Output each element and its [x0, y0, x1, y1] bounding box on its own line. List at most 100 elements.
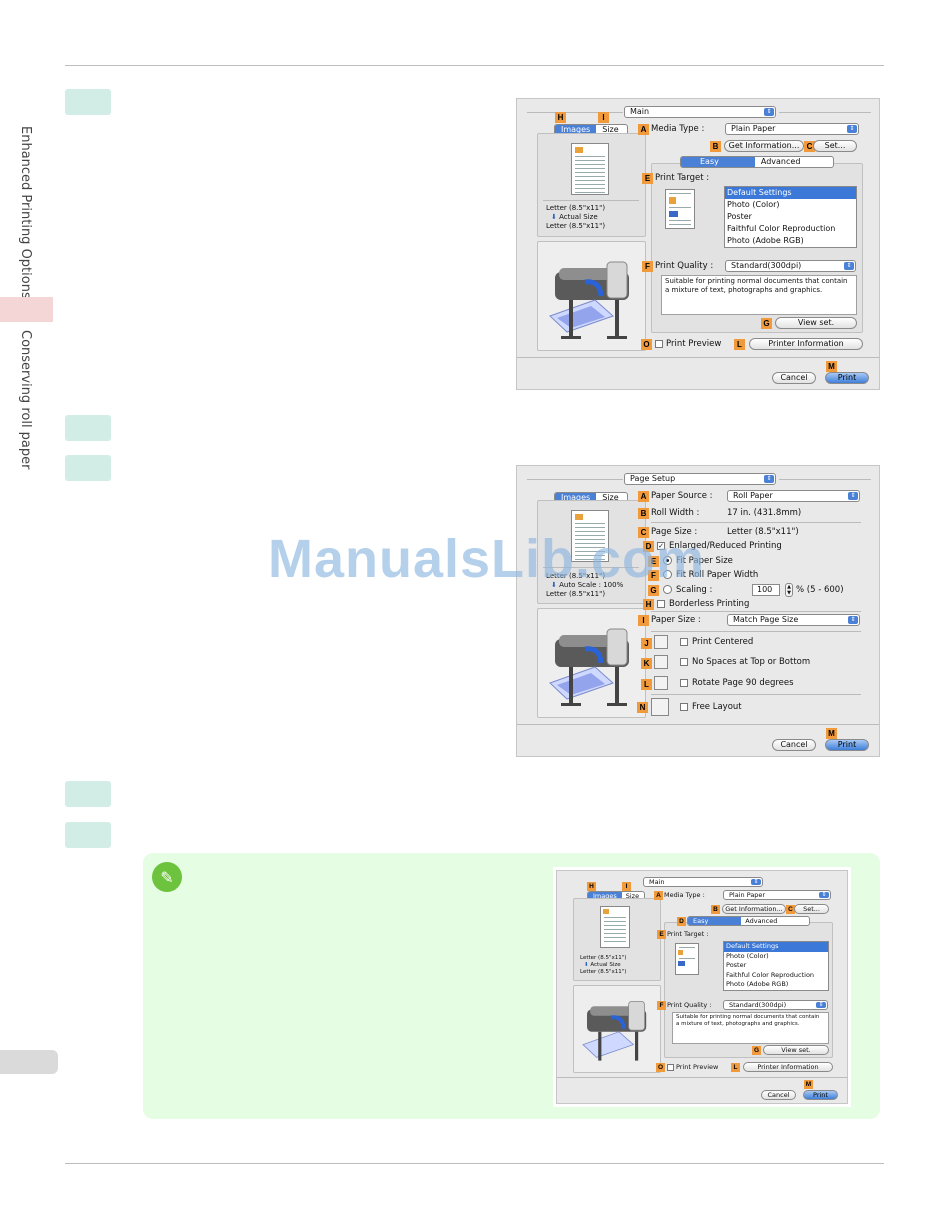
arrow-down-icon: ⬇	[584, 962, 589, 968]
set-button[interactable]: Set...	[813, 140, 857, 152]
target-item[interactable]: Faithful Color Reproduction	[726, 970, 815, 979]
target-item[interactable]: Poster	[726, 961, 747, 970]
target-item[interactable]: Photo (Color)	[726, 951, 769, 960]
size-line-3: Letter (8.5"x11")	[580, 969, 627, 975]
print-centered-icon	[654, 635, 668, 649]
page-size-value: Letter (8.5"x11")	[727, 527, 799, 537]
main-popup[interactable]: Main⇕	[643, 877, 763, 887]
label-j: J	[641, 638, 652, 649]
target-item[interactable]: Default Settings	[725, 187, 856, 199]
tab-images[interactable]: Images	[555, 493, 597, 503]
view-set-button[interactable]: View set.	[763, 1045, 829, 1055]
label-b: B	[711, 905, 720, 914]
label-a: A	[638, 491, 649, 502]
tab-images[interactable]: Images	[555, 125, 597, 135]
label-c: C	[804, 141, 815, 152]
borderless-checkbox[interactable]	[657, 600, 665, 608]
scaling-radio[interactable]	[663, 585, 672, 594]
get-information-button[interactable]: Get Information...	[722, 904, 786, 914]
view-set-button[interactable]: View set.	[775, 317, 857, 329]
label-g: G	[752, 1046, 761, 1055]
printer-information-button[interactable]: Printer Information	[749, 338, 863, 350]
fit-paper-size-radio[interactable]	[663, 556, 672, 565]
print-preview-checkbox[interactable]	[655, 340, 663, 348]
page-setup-popup[interactable]: Page Setup⇕	[624, 473, 776, 485]
fit-roll-width-radio[interactable]	[663, 570, 672, 579]
tab-size[interactable]: Size	[625, 892, 640, 900]
media-type-label: Media Type :	[664, 891, 705, 899]
tab-easy-settings[interactable]: Easy Settings	[688, 917, 742, 925]
tab-images[interactable]: Images	[588, 892, 622, 900]
note-dialog-frame: Main⇕ H I Images Size Letter (8.5"x11") …	[553, 867, 851, 1107]
size-line-2: Actual Size	[559, 213, 598, 221]
separator	[557, 1077, 847, 1078]
enlarged-reduced-checkbox[interactable]: ✓	[657, 542, 665, 550]
main-dialog: Main⇕ H I Images Size Letter (8.5"x11") …	[516, 98, 880, 390]
target-item[interactable]: Photo (Adobe RGB)	[726, 980, 789, 989]
settings-tabs: Easy Settings Advanced Settings	[687, 916, 810, 926]
main-popup[interactable]: Main⇕	[624, 106, 776, 118]
target-item[interactable]: Photo (Color)	[727, 200, 780, 209]
label-d: D	[643, 541, 654, 552]
enlarged-reduced-label: Enlarged/Reduced Printing	[669, 541, 782, 551]
sidebar-chapter-tab	[0, 1050, 58, 1074]
target-item[interactable]: Default Settings	[724, 942, 828, 952]
settings-tabs: Easy Settings Advanced Settings	[680, 156, 834, 168]
borderless-label: Borderless Printing	[669, 599, 750, 609]
target-item[interactable]: Photo (Adobe RGB)	[727, 236, 804, 245]
tab-size[interactable]: Size	[602, 493, 619, 502]
print-quality-select[interactable]: Standard(300dpi)⇕	[723, 1000, 828, 1010]
separator	[517, 357, 879, 358]
label-b: B	[710, 141, 721, 152]
print-button[interactable]: Print	[825, 372, 869, 384]
printer-illustration-icon	[549, 261, 629, 339]
get-information-button[interactable]: Get Information...	[724, 140, 804, 152]
print-button[interactable]: Print	[825, 739, 869, 751]
tab-easy-settings[interactable]: Easy Settings	[681, 157, 755, 167]
tab-advanced-settings[interactable]: Advanced Settings	[745, 917, 778, 925]
label-g: G	[648, 585, 659, 596]
target-item[interactable]: Faithful Color Reproduction	[727, 224, 836, 233]
cancel-button[interactable]: Cancel	[772, 372, 816, 384]
sidebar-active-tab	[0, 297, 53, 322]
no-spaces-checkbox[interactable]	[680, 658, 688, 666]
separator	[527, 112, 623, 113]
label-k: K	[641, 658, 652, 669]
label-f: F	[657, 1001, 666, 1010]
label-i: I	[622, 882, 631, 891]
free-layout-checkbox[interactable]	[680, 703, 688, 711]
target-thumbnail-icon	[675, 943, 699, 975]
print-quality-select[interactable]: Standard(300dpi)⇕	[725, 260, 856, 272]
size-line-2: Auto Scale : 100%	[559, 581, 624, 589]
printer-information-button[interactable]: Printer Information	[743, 1062, 833, 1072]
no-spaces-label: No Spaces at Top or Bottom	[692, 657, 811, 667]
watermark: ManualsLib.com	[268, 529, 706, 589]
label-e: E	[642, 173, 653, 184]
label-f: F	[642, 261, 653, 272]
media-type-select[interactable]: Plain Paper⇕	[725, 123, 859, 135]
paper-source-select[interactable]: Roll Paper⇕	[727, 490, 860, 502]
print-preview-label: Print Preview	[666, 339, 722, 349]
set-button[interactable]: Set...	[794, 904, 829, 914]
quality-desc-line: Suitable for printing normal documents t…	[676, 1014, 820, 1020]
print-button[interactable]: Print	[803, 1090, 838, 1100]
scaling-input[interactable]: 100	[752, 584, 780, 596]
label-m: M	[826, 728, 837, 739]
scaling-stepper[interactable]: ▲▼	[785, 583, 793, 597]
print-target-list[interactable]: Default Settings Photo (Color) Poster Fa…	[723, 941, 829, 991]
target-item[interactable]: Poster	[727, 212, 752, 221]
free-layout-label: Free Layout	[692, 702, 742, 712]
print-centered-checkbox[interactable]	[680, 638, 688, 646]
rotate-page-checkbox[interactable]	[680, 679, 688, 687]
print-quality-label: Print Quality :	[667, 1001, 712, 1009]
media-type-select[interactable]: Plain Paper⇕	[723, 890, 831, 900]
separator	[779, 479, 871, 480]
paper-size-select[interactable]: Match Page Size⇕	[727, 614, 860, 626]
cancel-button[interactable]: Cancel	[761, 1090, 796, 1100]
tab-size[interactable]: Size	[602, 125, 619, 134]
tab-advanced-settings[interactable]: Advanced Settings	[760, 157, 801, 166]
print-preview-checkbox[interactable]	[667, 1064, 674, 1071]
cancel-button[interactable]: Cancel	[772, 739, 816, 751]
label-h: H	[643, 599, 654, 610]
print-target-list[interactable]: Default Settings Photo (Color) Poster Fa…	[724, 186, 857, 248]
